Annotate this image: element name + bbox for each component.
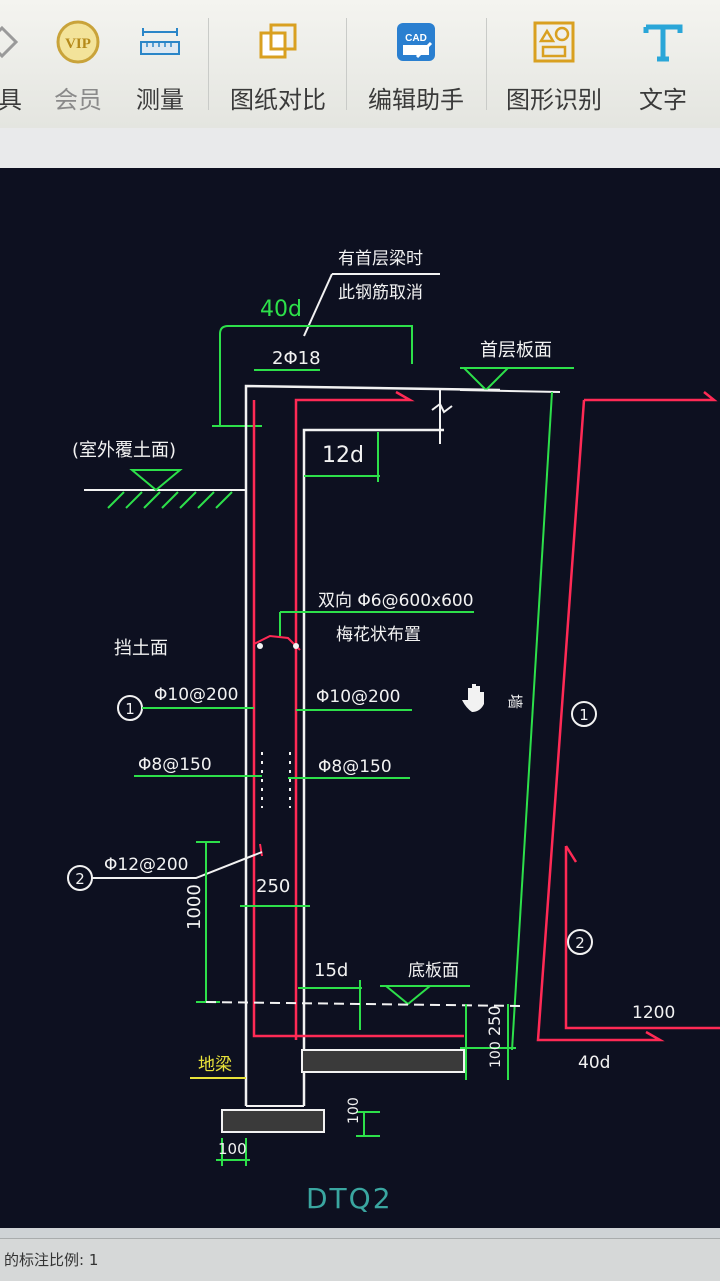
ruler-icon — [136, 18, 184, 66]
outdoor-label: (室外覆土面) — [72, 440, 176, 461]
bar-left-inner: Φ10@200 — [316, 687, 400, 707]
outdoor-ground-symbol — [84, 469, 246, 509]
dim-15d: 15d — [314, 960, 348, 981]
cad-edit-icon: CAD — [392, 18, 440, 66]
toolbar-label: 测量 — [136, 86, 184, 114]
toolbar-label: 会员 — [54, 86, 102, 114]
floor-label: 首层板面 — [480, 340, 552, 361]
dim-100-pad: 100 — [346, 1097, 362, 1124]
toolbar-label: 编辑助手 — [368, 86, 464, 114]
toolbar-item-compare[interactable]: 图纸对比 — [228, 8, 328, 118]
dim-1000: 1000 — [184, 884, 205, 930]
dim-250-wall: 250 — [256, 876, 290, 897]
dim-40d-right: 40d — [578, 1053, 610, 1073]
toolbar-item-vip[interactable]: VIP 会员 — [48, 8, 108, 118]
shapes-icon — [530, 18, 578, 66]
dim-40d-top: 40d — [260, 297, 302, 322]
toolbar: 具 VIP 会员 测量 图纸对比 CAD 编辑助手 图形识别 — [0, 0, 720, 129]
toolbar-separator — [346, 18, 347, 110]
marker-1-text: 1 — [125, 700, 135, 718]
bottom-slab-label: 底板面 — [408, 961, 459, 981]
toolbar-separator — [208, 18, 209, 110]
dim-12d: 12d — [322, 443, 364, 468]
bar-2phi18: 2Φ18 — [272, 348, 321, 369]
marker-2-left: 2 — [75, 870, 85, 888]
soil-face-label: 挡土面 — [114, 638, 168, 659]
diamond-icon — [0, 18, 26, 66]
toolbar-separator — [486, 18, 487, 110]
bottom-slab-pad — [301, 1049, 465, 1073]
panel-gap — [0, 128, 720, 168]
dim-100-bottom: 100 — [218, 1140, 247, 1158]
section-title: DTQ2 — [306, 1182, 393, 1215]
toolbar-item-text[interactable]: 文字 — [628, 8, 698, 118]
tie-note-2: 梅花状布置 — [336, 625, 421, 645]
toolbar-label: 文字 — [639, 86, 687, 114]
vip-badge-text: VIP — [65, 36, 91, 52]
toolbar-item-shape-recognition[interactable]: 图形识别 — [504, 8, 604, 118]
bar-left-outer: Φ10@200 — [154, 685, 238, 705]
dim-250-slab: 250 — [485, 1005, 504, 1036]
beam-pad — [221, 1109, 325, 1133]
compare-drawings-icon — [254, 18, 302, 66]
vip-icon: VIP — [54, 18, 102, 66]
ground-beam-label: 地梁 — [198, 1055, 232, 1075]
dim-1200: 1200 — [632, 1003, 675, 1023]
side-text: 墙 — [506, 694, 524, 709]
toolbar-label: 图形识别 — [506, 86, 602, 114]
toolbar-label: 图纸对比 — [230, 86, 326, 114]
marker-2-right: 2 — [575, 934, 585, 952]
text-t-icon — [639, 18, 687, 66]
status-text: 的标注比例: 1 — [4, 1251, 99, 1269]
dist-right: Φ8@150 — [318, 757, 392, 777]
tie-note-1: 双向 Φ6@600x600 — [318, 591, 474, 611]
drawing-svg: (室外覆土面) 有首层梁时 此钢筋取消 40d 2Φ18 首层板面 — [67, 249, 720, 1215]
toolbar-item-measure[interactable]: 测量 — [130, 8, 190, 118]
dist-left: Φ8@150 — [138, 755, 212, 775]
note-top-1: 有首层梁时 — [338, 249, 423, 269]
bar-phi12: Φ12@200 — [104, 855, 188, 875]
dim-100-right: 100 — [488, 1041, 504, 1068]
cad-canvas[interactable]: (室外覆土面) 有首层梁时 此钢筋取消 40d 2Φ18 首层板面 — [0, 168, 720, 1228]
toolbar-item-tools[interactable]: 具 — [0, 8, 22, 118]
hand-cursor-icon — [462, 684, 484, 712]
status-bar: 的标注比例: 1 — [0, 1238, 720, 1281]
note-top-2: 此钢筋取消 — [338, 283, 423, 303]
cad-badge-text: CAD — [405, 33, 427, 44]
toolbar-item-edit-assistant[interactable]: CAD 编辑助手 — [366, 8, 466, 118]
toolbar-label: 具 — [0, 86, 22, 114]
marker-1-right: 1 — [579, 706, 589, 724]
